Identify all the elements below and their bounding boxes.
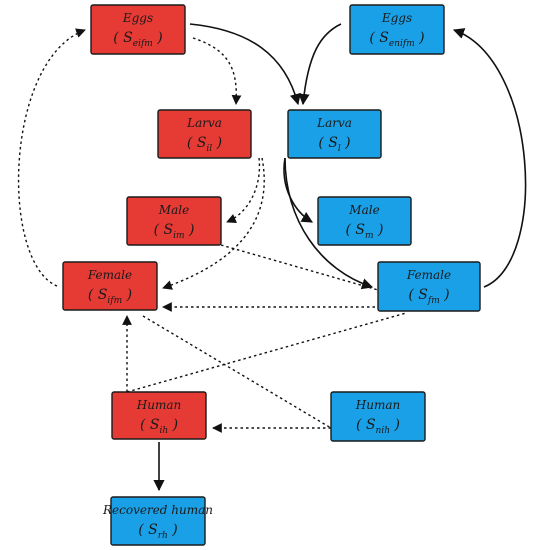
node-label: Larva [186, 116, 222, 130]
edge-infected-larva-to-infected-female [162, 157, 265, 290]
node-susceptible-female: Female ( Sfm ) [377, 261, 481, 312]
edge-susceptible-eggs-to-susceptible-larva [298, 23, 342, 106]
node-box [157, 109, 252, 159]
node-label: Male [348, 203, 379, 217]
node-infected-human: Human ( Sih ) [111, 391, 207, 440]
node-susceptible-eggs: Eggs ( Senifm ) [349, 4, 445, 55]
node-box [349, 4, 445, 55]
node-susceptible-male: Male ( Sm ) [317, 196, 412, 246]
node-symbol: ( Sfm ) [408, 287, 449, 306]
node-infected-male: Male ( Sim ) [126, 196, 222, 246]
node-symbol: ( Snih ) [356, 417, 400, 436]
node-label: Recovered human [102, 503, 213, 517]
edge-susceptible-larva-to-susceptible-female [284, 157, 374, 290]
node-box [377, 261, 481, 312]
node-label: Human [136, 398, 181, 412]
node-susceptible-larva: Larva ( Sl ) [287, 109, 382, 159]
node-label: Eggs [122, 11, 153, 25]
node-label: Female [406, 268, 451, 282]
node-box [90, 4, 186, 55]
nodes-layer: Eggs( Seifm )Eggs( Senifm )Larva( Sil )L… [62, 4, 481, 546]
edge-infected-larva-to-infected-male [226, 157, 261, 223]
node-label: Male [158, 203, 189, 217]
node-recovered-human: Recovered human ( Srh ) [102, 496, 213, 546]
node-symbol: ( Sm ) [346, 222, 384, 241]
edge-infected-human-to-susceptible-female [126, 312, 407, 393]
node-box [62, 261, 158, 311]
node-label: Eggs [381, 11, 412, 25]
node-label: Female [87, 268, 132, 282]
node-box [126, 196, 222, 246]
node-box [330, 391, 426, 442]
edge-infected-eggs-to-susceptible-larva [189, 23, 301, 106]
node-symbol: ( Srh ) [138, 522, 178, 541]
edge-infected-eggs-to-infected-larva [192, 37, 242, 105]
node-box [287, 109, 382, 159]
node-infected-eggs: Eggs ( Seifm ) [90, 4, 186, 55]
node-label: Human [355, 398, 400, 412]
edge-infected-female-to-susceptible-human [142, 315, 332, 429]
edge-susceptible-female-to-susceptible-eggs [452, 28, 527, 288]
node-symbol: ( Sifm ) [88, 287, 132, 306]
edge-infected-male-to-susceptible-female [220, 244, 379, 291]
node-box [110, 496, 206, 546]
node-symbol: ( Sih ) [140, 417, 178, 436]
node-symbol: ( Senifm ) [369, 30, 424, 49]
node-symbol: ( Sl ) [318, 135, 350, 154]
node-symbol: ( Sim ) [154, 222, 195, 241]
node-box [317, 196, 412, 246]
node-infected-female: Female ( Sifm ) [62, 261, 158, 311]
node-infected-larva: Larva ( Sil ) [157, 109, 252, 159]
node-symbol: ( Seifm ) [113, 30, 163, 49]
node-label: Larva [316, 116, 352, 130]
node-box [111, 391, 207, 440]
edge-infected-female-to-infected-eggs [17, 28, 86, 287]
edges-layer [17, 23, 527, 492]
node-susceptible-human: Human ( Snih ) [330, 391, 426, 442]
node-symbol: ( Sil ) [187, 135, 222, 154]
